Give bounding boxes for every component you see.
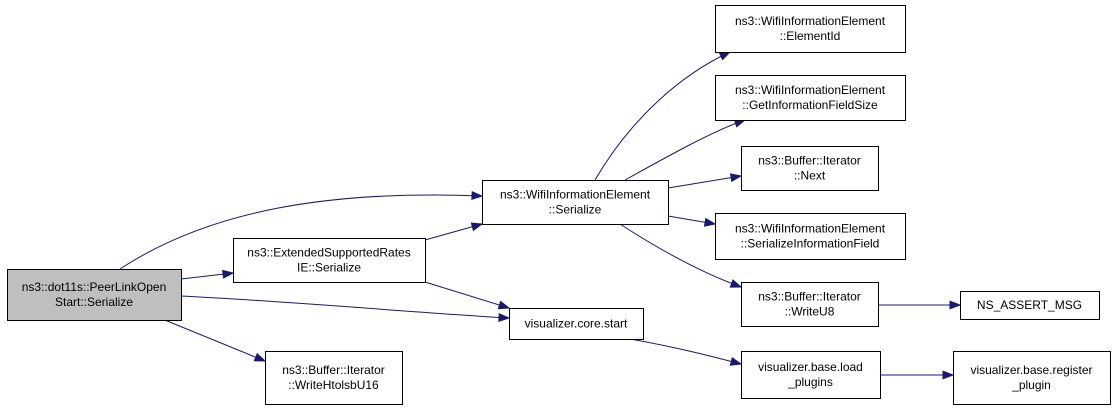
node-iter-next[interactable]: ns3::Buffer::Iterator::Next: [741, 146, 879, 191]
edge-root-to-write_htolsb: [154, 315, 267, 362]
node-label-line: _plugin: [1011, 378, 1051, 392]
node-label-line: ::SerializeInformationField: [741, 237, 880, 251]
node-label-line: ::Next: [794, 169, 826, 183]
node-label-line: ns3::WifiInformationElement: [735, 222, 886, 236]
edges-layer: [119, 51, 962, 380]
node-label-line: ns3::Buffer::Iterator: [758, 154, 861, 168]
node-write-htolsb[interactable]: ns3::Buffer::Iterator::WriteHtolsbU16: [265, 351, 403, 405]
node-label-line: ns3::dot11s::PeerLinkOpen: [22, 280, 167, 294]
node-label-line: _plugins: [787, 375, 833, 389]
node-box: [953, 351, 1111, 405]
node-box: [715, 75, 906, 121]
node-ns-assert[interactable]: NS_ASSERT_MSG: [960, 291, 1100, 320]
edge-line: [667, 175, 742, 189]
node-label-line: ::WriteU8: [785, 305, 835, 319]
arrowhead: [470, 222, 484, 232]
node-label-line: ns3::ExtendedSupportedRates: [247, 246, 410, 260]
node-label-line: visualizer.base.load: [758, 360, 863, 374]
node-box: [715, 213, 906, 260]
arrowhead: [253, 352, 267, 362]
node-write-u8[interactable]: ns3::Buffer::Iterator::WriteU8: [741, 282, 879, 327]
node-core-start[interactable]: visualizer.core.start: [509, 308, 644, 340]
node-label-line: ns3::WifiInformationElement: [735, 14, 886, 28]
edge-esr_serialize-to-core_start: [424, 281, 511, 310]
edge-line: [180, 295, 510, 319]
edge-wie_serialize-to-serialize_info: [667, 215, 717, 227]
edge-line: [594, 51, 731, 181]
arrowhead: [949, 300, 962, 310]
node-label-line: visualizer.core.start: [525, 317, 628, 331]
node-label-line: ::WriteHtolsbU16: [288, 378, 379, 392]
node-wie-serialize[interactable]: ns3::WifiInformationElement::Serialize: [482, 180, 669, 225]
arrowhead: [703, 217, 717, 227]
edge-wie_serialize-to-write_u8: [619, 223, 743, 288]
node-root[interactable]: ns3::dot11s::PeerLinkOpenStart::Serializ…: [7, 269, 182, 321]
nodes-layer: ns3::dot11s::PeerLinkOpenStart::Serializ…: [7, 5, 1111, 405]
node-load-plugins[interactable]: visualizer.base.load_plugins: [741, 351, 881, 399]
node-label-line: ns3::Buffer::Iterator: [758, 290, 861, 304]
edge-write_u8-to-ns_assert: [878, 300, 962, 310]
edge-wie_serialize-to-element_id: [594, 51, 732, 181]
edge-line: [119, 194, 483, 270]
node-register-plugin[interactable]: visualizer.base.register_plugin: [953, 351, 1111, 405]
arrowhead: [471, 190, 484, 200]
node-label-line: visualizer.base.register: [970, 363, 1092, 377]
node-label-line: NS_ASSERT_MSG: [977, 298, 1082, 312]
node-label-line: ns3::WifiInformationElement: [735, 83, 886, 97]
edge-wie_serialize-to-get_info_size: [624, 118, 747, 181]
arrowhead: [222, 269, 235, 279]
node-box: [741, 146, 879, 191]
node-label-line: ns3::Buffer::Iterator: [282, 363, 385, 377]
edge-root-to-esr_serialize: [180, 269, 235, 280]
edge-root-to-wie_serialize: [119, 190, 484, 270]
edge-esr_serialize-to-wie_serialize: [424, 222, 484, 241]
edge-core_start-to-load_plugins: [629, 338, 743, 366]
arrowhead: [498, 312, 511, 322]
node-label-line: ns3::WifiInformationElement: [500, 188, 651, 202]
node-label-line: Start::Serialize: [55, 295, 133, 309]
arrowhead: [942, 370, 955, 380]
node-label-line: ::Serialize: [549, 203, 602, 217]
node-box: [960, 291, 1100, 320]
node-box: [233, 238, 426, 283]
edge-load_plugins-to-register_plugin: [880, 370, 955, 380]
arrowhead: [729, 173, 743, 183]
edge-wie_serialize-to-iter_next: [667, 173, 743, 189]
node-box: [7, 269, 182, 321]
edge-line: [619, 223, 742, 288]
node-label-line: ::ElementId: [780, 29, 841, 43]
node-box: [509, 308, 644, 340]
arrowhead: [718, 51, 732, 61]
node-get-info-size[interactable]: ns3::WifiInformationElement::GetInformat…: [715, 75, 906, 121]
arrowhead: [729, 356, 743, 366]
node-box: [482, 180, 669, 225]
edge-line: [424, 281, 510, 309]
node-element-id[interactable]: ns3::WifiInformationElement::ElementId: [715, 5, 906, 53]
node-box: [715, 5, 906, 53]
edge-line: [624, 119, 746, 181]
node-serialize-info[interactable]: ns3::WifiInformationElement::SerializeIn…: [715, 213, 906, 260]
edge-line: [154, 315, 266, 362]
edge-root-to-core_start: [180, 295, 511, 322]
node-box: [265, 351, 403, 405]
node-label-line: IE::Serialize: [297, 261, 361, 275]
node-label-line: ::GetInformationFieldSize: [742, 98, 878, 112]
edge-line: [629, 338, 742, 365]
arrowhead: [729, 279, 743, 288]
node-box: [741, 351, 881, 399]
node-box: [741, 282, 879, 327]
arrowhead: [497, 300, 511, 310]
